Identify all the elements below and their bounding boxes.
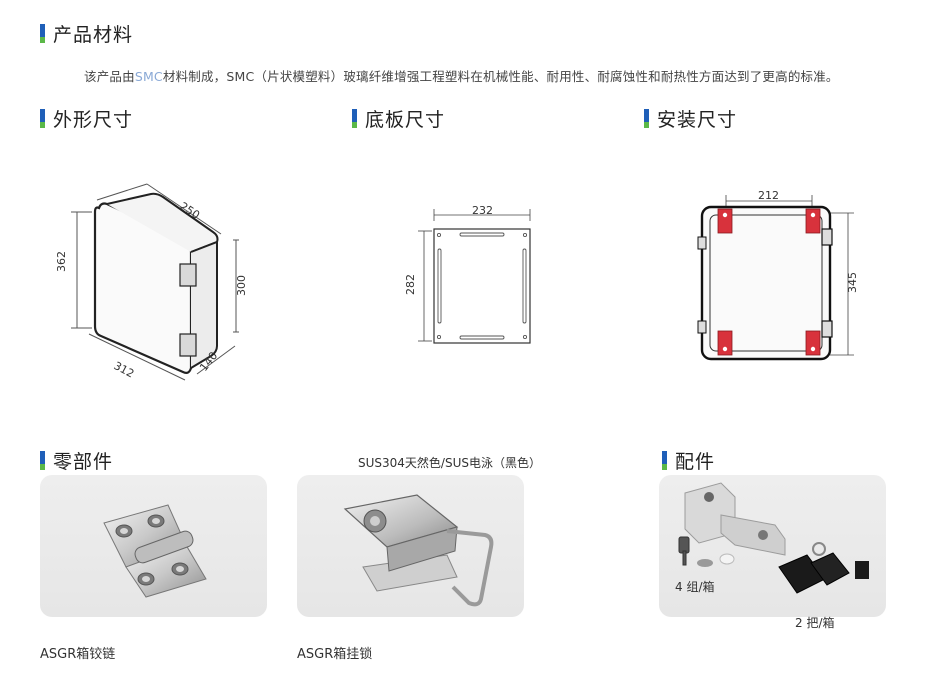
intro-smc: SMC	[134, 69, 163, 84]
latch-caption: ASGR箱挂锁	[297, 647, 373, 662]
hinge-image	[103, 504, 207, 598]
hinge-card	[40, 475, 267, 617]
section-title-materials: 产品材料	[53, 24, 134, 46]
dim-mount-height: 345	[846, 272, 859, 293]
heading-marker-icon	[40, 451, 45, 470]
section-heading-materials: 产品材料	[40, 20, 133, 47]
section-heading-base-size: 底板尺寸	[352, 105, 445, 132]
key-quantity: 2 把/箱	[795, 616, 835, 630]
intro-suffix: 材料制成，SMC（片状模塑料）玻璃纤维增强工程塑料在机械性能、耐用性、耐腐蚀性和…	[162, 69, 839, 84]
section-heading-outer-size: 外形尺寸	[40, 105, 133, 132]
heading-marker-icon	[40, 24, 45, 43]
mount-size-drawing: 212 345	[697, 189, 859, 361]
outer-size-drawing: 362 250 300 312 140	[55, 183, 248, 381]
section-title-parts: 零部件	[53, 451, 114, 473]
latch-image	[343, 494, 494, 607]
section-title-accessories: 配件	[675, 451, 716, 473]
heading-marker-icon	[662, 451, 667, 470]
dim-outer-front-height: 300	[235, 275, 248, 296]
mount-kit-quantity: 4 组/箱	[675, 580, 715, 594]
heading-marker-icon	[40, 109, 45, 128]
dim-outer-height: 362	[55, 251, 68, 272]
section-title-outer-size: 外形尺寸	[53, 109, 134, 131]
intro-text: 该产品由SMC材料制成，SMC（片状模塑料）玻璃纤维增强工程塑料在机械性能、耐用…	[84, 66, 839, 85]
section-title-base-size: 底板尺寸	[365, 109, 446, 131]
dim-mount-width: 212	[758, 189, 779, 202]
section-heading-mount-size: 安装尺寸	[644, 105, 737, 132]
base-size-drawing: 232 282	[404, 205, 531, 344]
latch-card	[297, 475, 524, 617]
heading-marker-icon	[352, 109, 357, 128]
dim-base-height: 282	[404, 274, 417, 295]
accessories-card	[659, 475, 886, 617]
section-heading-parts: 零部件	[40, 447, 113, 474]
accessories-image	[678, 482, 869, 594]
section-heading-accessories: 配件	[662, 447, 715, 474]
intro-prefix: 该产品由	[84, 69, 135, 84]
dim-base-width: 232	[472, 205, 493, 217]
latch-finish-note: SUS304天然色/SUS电泳（黑色）	[358, 456, 541, 470]
hinge-caption: ASGR箱铰链	[40, 647, 116, 662]
section-title-mount-size: 安装尺寸	[657, 109, 738, 131]
dim-outer-length: 312	[112, 359, 137, 380]
heading-marker-icon	[644, 109, 649, 128]
